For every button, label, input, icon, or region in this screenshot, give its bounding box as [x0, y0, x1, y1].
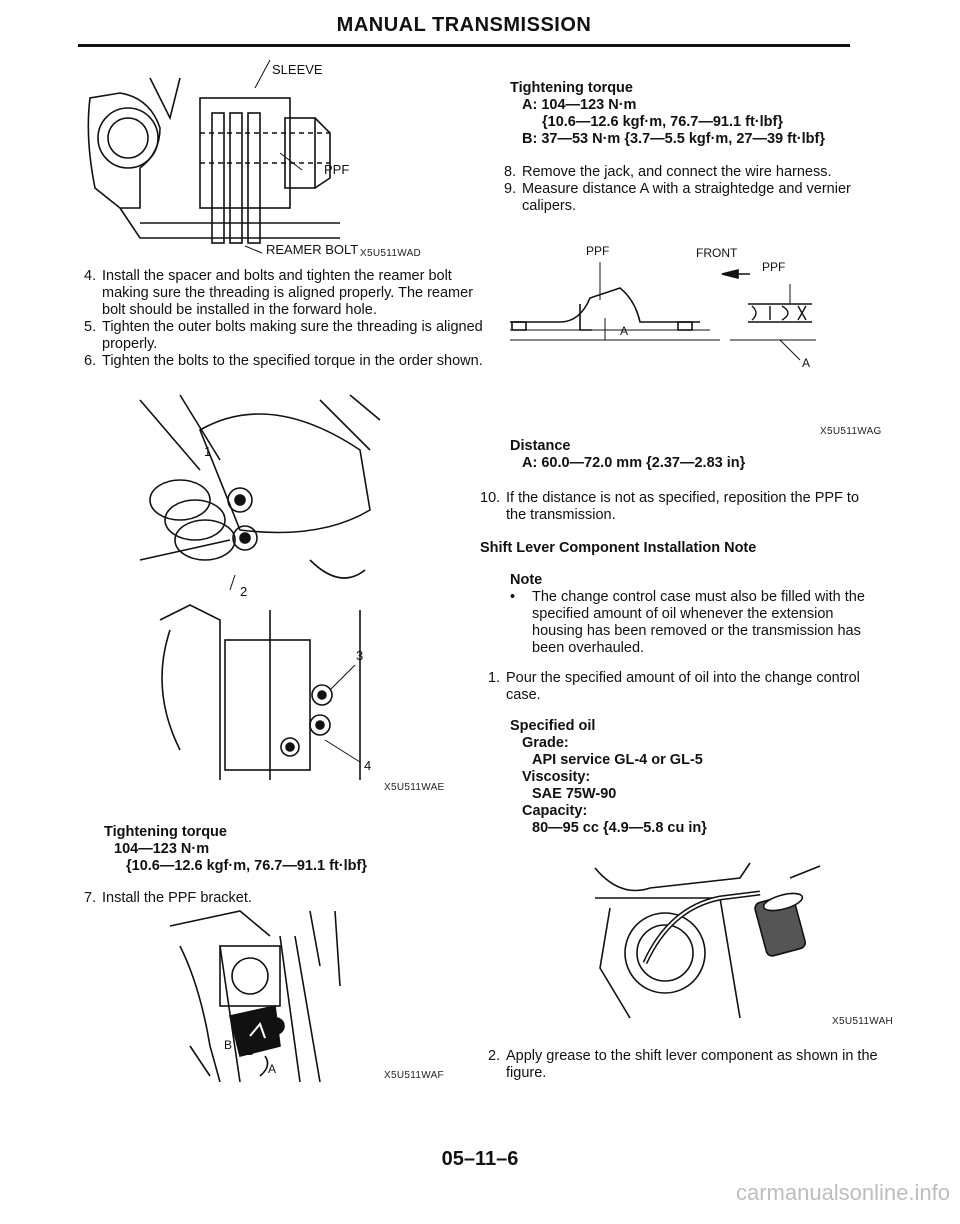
note-bullet: • The change control case must also be f…: [510, 589, 865, 656]
torque-value-alt: {10.6—12.6 kgf·m, 76.7—91.1 ft·lbf}: [126, 858, 367, 874]
specified-oil: Specified oil Grade: API service GL-4 or…: [480, 718, 880, 837]
label-a-2: A: [802, 356, 811, 370]
page-header: MANUAL TRANSMISSION: [336, 14, 592, 36]
figure-code: X5U511WAD: [360, 248, 422, 259]
bullet-dot: •: [510, 589, 516, 605]
torque-value: 104—123 N·m: [114, 841, 210, 857]
distance-heading: Distance: [510, 438, 571, 454]
label-ppf: PPF: [324, 162, 350, 177]
torque-b: B: 37—53 N·m {3.7—5.5 kgf·m, 27—39 ft·lb…: [522, 131, 825, 147]
figure-bolt-order: 1 2 3 4: [120, 390, 400, 790]
note-block: Note • The change control case must also…: [480, 572, 880, 657]
oil-viscosity-label: Viscosity:: [522, 769, 591, 785]
oil-capacity-label: Capacity:: [522, 803, 588, 819]
distance-spec: Distance A: 60.0—72.0 mm {2.37—2.83 in}: [480, 438, 880, 472]
label-ppf-2: PPF: [762, 260, 786, 274]
oil-viscosity-value: SAE 75W-90: [532, 786, 617, 802]
order-label-2: 2: [240, 584, 248, 599]
oil-capacity-value: 80—95 cc {4.9—5.8 cu in}: [532, 820, 707, 836]
order-label-1: 1: [204, 444, 212, 459]
left-torque-spec: Tightening torque 104—123 N·m {10.6—12.6…: [84, 824, 484, 875]
label-sleeve: SLEEVE: [272, 62, 323, 77]
label-reamer-bolt: REAMER BOLT: [266, 242, 359, 257]
step-8: 8. Remove the jack, and connect the wire…: [504, 164, 832, 180]
oil-grade-value: API service GL-4 or GL-5: [532, 752, 703, 768]
torque-a-alt: {10.6—12.6 kgf·m, 76.7—91.1 ft·lbf}: [542, 114, 783, 130]
header-rule: [78, 44, 850, 47]
step-4: 4. Install the spacer and bolts and tigh…: [84, 268, 474, 318]
figure-pour-oil: [590, 858, 830, 1028]
step-9: 9. Measure distance A with a straightedg…: [504, 181, 851, 214]
figure-ppf-bracket: B B A: [160, 906, 360, 1082]
torque-heading: Tightening torque: [104, 824, 227, 840]
order-label-4: 4: [364, 758, 372, 773]
oil-heading: Specified oil: [510, 718, 596, 734]
steps-4-6: 4. Install the spacer and bolts and tigh…: [84, 268, 484, 370]
figure-distance-a: PPF FRONT PPF A A: [500, 240, 890, 390]
order-label-3: 3: [356, 648, 364, 663]
label-a: A: [620, 324, 629, 338]
oil-grade-label: Grade:: [522, 735, 569, 751]
figure-code: X5U511WAG: [820, 426, 882, 437]
figure-reamer-bolt: SLEEVE PPF REAMER BOLT: [80, 58, 410, 258]
bracket-label-b2: B: [246, 1044, 255, 1058]
page-number: 05–11–6: [441, 1148, 519, 1170]
step-2: 2. Apply grease to the shift lever compo…: [488, 1048, 878, 1081]
bracket-label-a: A: [268, 1062, 277, 1076]
distance-value: A: 60.0—72.0 mm {2.37—2.83 in}: [522, 455, 746, 471]
watermark: carmanualsonline.info: [735, 1180, 950, 1205]
figure-code: X5U511WAF: [384, 1070, 444, 1081]
right-torque-spec: Tightening torque A: 104—123 N·m {10.6—1…: [480, 80, 880, 148]
torque-heading: Tightening torque: [510, 80, 633, 96]
step-5: 5. Tighten the outer bolts making sure t…: [84, 319, 483, 352]
step-7: 7. Install the PPF bracket.: [84, 890, 252, 906]
label-ppf: PPF: [586, 244, 610, 258]
label-front: FRONT: [696, 246, 738, 260]
figure-code: X5U511WAE: [384, 782, 445, 793]
note-heading: Note: [510, 572, 543, 588]
step-10: 10. If the distance is not as specified,…: [480, 490, 860, 523]
figure-code: X5U511WAH: [832, 1016, 894, 1027]
step-6: 6. Tighten the bolts to the specified to…: [84, 353, 483, 369]
bracket-label-b1: B: [224, 1038, 233, 1052]
section-title: Shift Lever Component Installation Note: [480, 540, 757, 556]
step-1: 1. Pour the specified amount of oil into…: [488, 670, 860, 703]
torque-a: A: 104—123 N·m: [522, 97, 637, 113]
steps-8-9: 8. Remove the jack, and connect the wire…: [480, 164, 880, 215]
